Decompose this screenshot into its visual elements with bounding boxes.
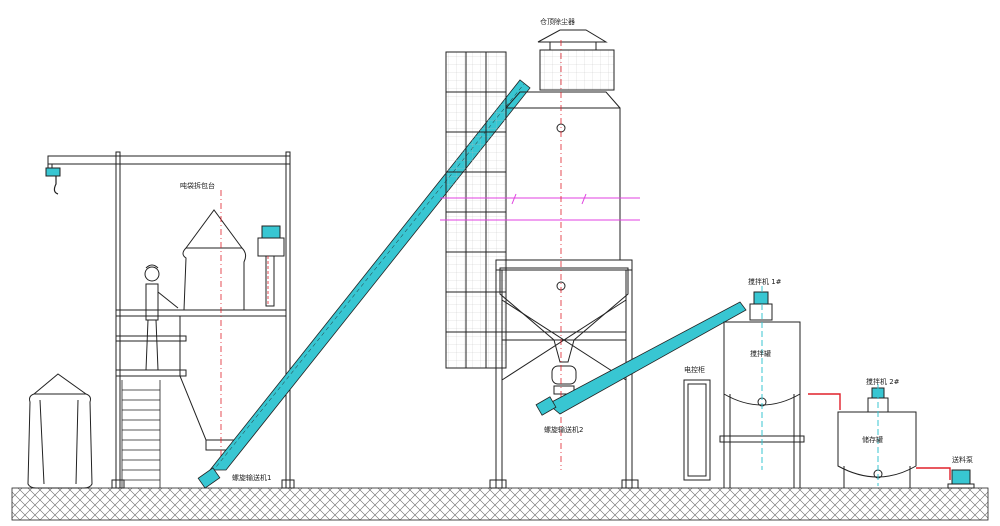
label-feed-pump: 送料泵 (952, 455, 973, 464)
label-silo-dust-collector: 仓顶除尘器 (540, 17, 575, 26)
label-screw-conveyor-1: 螺旋输送机1 (232, 473, 271, 482)
feed-pump (947, 469, 975, 489)
level-lines (440, 197, 640, 221)
mixing-tank-1 (719, 291, 805, 488)
ground (11, 487, 989, 521)
pipe-2 (916, 467, 951, 480)
label-screw-conveyor-2: 螺旋输送机2 (544, 425, 583, 434)
label-mixer-1: 搅拌机 1# (748, 277, 782, 286)
ton-bag-left (27, 373, 93, 489)
bag-unloading-station (45, 151, 291, 489)
label-mixer-2: 搅拌机 2# (866, 377, 900, 386)
pipe-1 (808, 393, 841, 410)
label-storage-tank: 储存罐 (862, 435, 883, 444)
control-cabinet (683, 379, 711, 481)
label-bag-station: 吨袋拆包台 (180, 181, 215, 190)
label-mixing-tank: 搅拌罐 (750, 349, 771, 358)
label-control-cabinet: 电控柜 (684, 365, 705, 374)
screw-conveyor-2 (535, 301, 747, 416)
silo-structure (111, 29, 639, 489)
